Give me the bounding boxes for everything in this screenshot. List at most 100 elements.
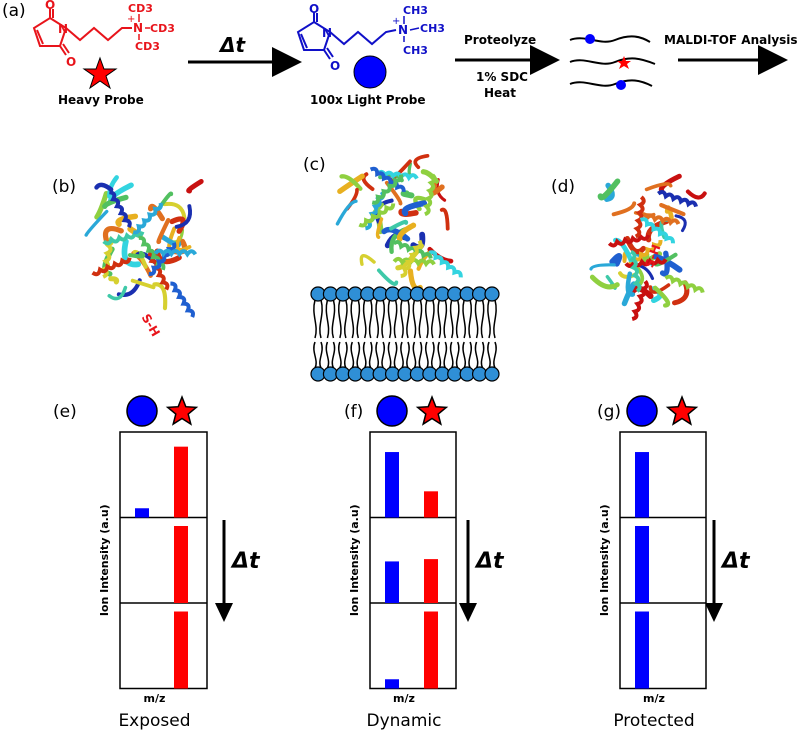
protein-helix — [371, 174, 404, 205]
protein-helix — [392, 240, 433, 260]
lipid-tail — [487, 299, 491, 339]
lipid-tail — [418, 299, 423, 339]
protein-ribbon — [130, 278, 156, 290]
protein-ribbon — [439, 207, 450, 231]
protein-ribbon — [659, 202, 686, 217]
chart-caption: Dynamic — [367, 711, 442, 731]
lipid-tail — [480, 299, 485, 339]
protein-ribbon — [162, 201, 187, 220]
lipid-tail — [387, 341, 392, 369]
lipid-tail — [356, 299, 361, 339]
lipid-tail — [437, 341, 442, 369]
lipid-tail — [393, 299, 398, 339]
lipid-tail — [412, 341, 417, 369]
protein-ribbon — [652, 285, 671, 308]
lipid-tail — [462, 299, 467, 339]
bar-light — [635, 452, 649, 518]
protein-ribbon — [597, 178, 621, 201]
lipid-tail — [455, 299, 460, 339]
protein-ribbon — [589, 274, 620, 290]
protein-ribbon — [381, 226, 411, 242]
protein-ribbon — [335, 199, 358, 226]
protein-helix — [148, 242, 177, 277]
lipid-tail — [362, 299, 367, 339]
protein-ribbon — [121, 238, 142, 268]
protein-ribbon — [609, 252, 623, 267]
protein-ribbon — [611, 201, 637, 217]
heavy-oxygen-top: O — [45, 0, 55, 12]
lipid-tail — [493, 341, 497, 369]
protein-helix — [422, 173, 437, 217]
delta-t-label: Δt — [230, 549, 261, 574]
protein-ribbon — [413, 153, 430, 170]
delta-t-label: Δt — [474, 549, 505, 574]
lipid-tail — [443, 299, 448, 339]
protein-helix — [624, 256, 668, 269]
bar-light — [385, 679, 399, 689]
protein-structure-d — [589, 173, 707, 322]
protein-structure-b — [84, 175, 204, 318]
chart-xlabel: m/z — [643, 692, 665, 705]
light-ch3-right: CH3 — [420, 22, 445, 35]
site-label-b: S-H — [139, 311, 163, 339]
bar-light — [635, 611, 649, 689]
lipid-tail — [319, 299, 323, 339]
chart-panel-label: (e) — [53, 402, 77, 422]
light-ring-nitrogen: N — [322, 26, 332, 40]
bar-heavy — [424, 611, 438, 689]
lipid-tail — [430, 299, 435, 339]
protein-ribbon — [186, 178, 204, 194]
lipid-tail — [400, 299, 404, 339]
protein-helix — [639, 217, 675, 244]
protein-ribbon — [152, 282, 168, 311]
protein-ribbon — [108, 276, 120, 285]
heavy-charge: + — [127, 14, 135, 25]
delta-t-arrowhead — [459, 603, 477, 622]
protein-helix — [102, 230, 145, 246]
lipid-tail — [343, 341, 348, 369]
lipid-tail — [462, 341, 467, 369]
chart-xlabel: m/z — [144, 692, 166, 705]
chart-caption: Exposed — [118, 711, 190, 731]
lipid-tail — [362, 341, 367, 369]
lipid-tail — [480, 341, 485, 369]
lipid-tail — [468, 341, 473, 369]
protein-ribbon — [115, 213, 139, 228]
heavy-cd3-bottom: CD3 — [135, 40, 160, 53]
protein-ribbon — [359, 253, 376, 266]
lipid-tail — [468, 299, 473, 339]
ms-charts: (e)Ion Intensity (a.u)m/zExposedΔt(f)Ion… — [53, 394, 751, 731]
lipid-tail — [381, 299, 386, 339]
light-amine-n: N — [398, 23, 408, 37]
protein-ribbon — [84, 209, 109, 237]
protein-helix — [170, 281, 195, 318]
protein-ribbon — [400, 190, 415, 199]
lipid-tail — [343, 299, 348, 339]
protein-ribbon — [156, 217, 171, 245]
lipid-tail — [493, 299, 497, 339]
protein-ribbon — [127, 250, 146, 259]
lipid-tail — [412, 299, 417, 339]
protein-ribbon — [589, 263, 616, 271]
light-probe-circle-icon — [353, 55, 387, 89]
lipid-tail — [337, 341, 342, 369]
chart-panel-label: (g) — [597, 402, 621, 422]
protein-ribbon — [94, 191, 109, 220]
panel-b-label: (b) — [52, 177, 76, 197]
lipid-tail — [325, 341, 330, 369]
chart-frame — [369, 431, 457, 690]
protein-ribbon — [169, 216, 186, 234]
lipid-tail — [313, 341, 317, 369]
lipid-tail — [325, 299, 330, 339]
lipid-tail — [375, 341, 380, 369]
lipid-tail — [443, 341, 448, 369]
chart-xlabel: m/z — [393, 692, 415, 705]
protein-ribbon — [644, 182, 673, 192]
light-amine-bonds — [403, 16, 420, 42]
fragment-heavy-label-star-icon — [617, 56, 631, 69]
light-oxygen-top: O — [309, 2, 319, 16]
protein-ribbon — [389, 219, 409, 231]
bar-light — [385, 452, 399, 518]
protein-ribbon — [375, 217, 384, 239]
protein-ribbon — [94, 182, 114, 192]
